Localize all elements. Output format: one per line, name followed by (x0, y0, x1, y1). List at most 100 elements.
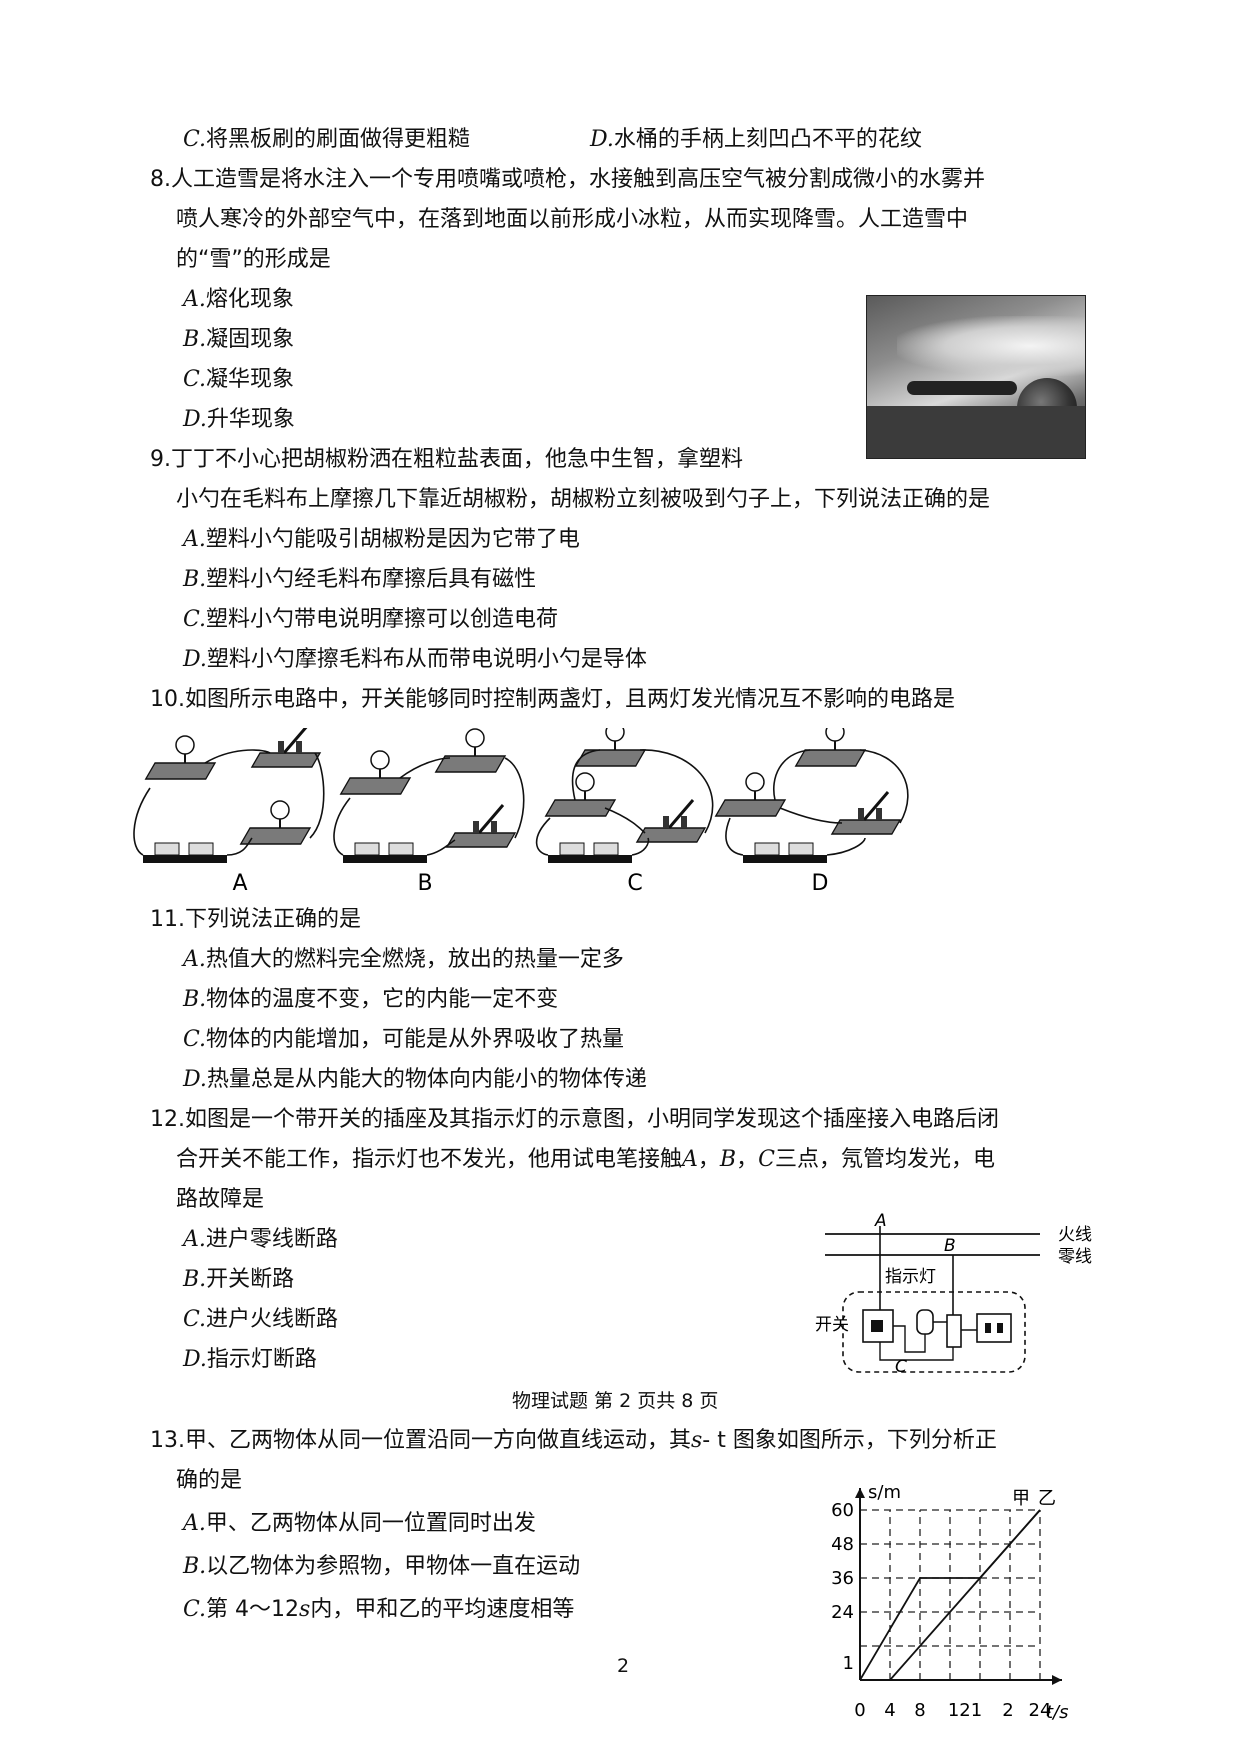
socket-circuit-diagram: 火线 零线 A B 指示灯 开关 C (815, 1211, 1092, 1377)
option-text: 升华现象 (206, 407, 295, 432)
q12-option-c: C.进户火线断路 (183, 1302, 338, 1338)
y-tick-label: 24 (831, 1602, 854, 1623)
point-c: C (758, 1147, 775, 1172)
option-text: 塑料小勺经毛料布摩擦后具有磁性 (206, 567, 537, 592)
q9-option-d: D.塑料小勺摩擦毛料布从而带电说明小勺是导体 (183, 642, 647, 678)
q11-option-d: D.热量总是从内能大的物体向内能小的物体传递 (183, 1062, 647, 1098)
q7-option-c: C.将黑板刷的刷面做得更粗糙 (183, 122, 470, 158)
y-tick-label: 36 (831, 1568, 854, 1589)
option-text: 内，甲和乙的平均速度相等 (310, 1597, 575, 1622)
option-text: 熔化现象 (205, 287, 294, 312)
q12-stem-line1: 12.如图是一个带开关的插座及其指示灯的示意图，小明同学发现这个插座接入电路后闭 (150, 1107, 999, 1132)
q9-option-c: C.塑料小勺带电说明摩擦可以创造电荷 (183, 602, 558, 638)
q12-stem-line2: 合开关不能工作，指示灯也不发光，他用试电笔接触A，B，C三点，氖管均发光，电 (176, 1142, 995, 1178)
option-text: 以乙物体为参照物，甲物体一直在运动 (206, 1554, 581, 1579)
circuit-label-b: B (417, 871, 432, 896)
circuit-label-d: D (812, 871, 829, 896)
option-letter: C. (183, 1307, 207, 1332)
option-text: 将黑板刷的刷面做得更粗糙 (206, 127, 471, 152)
variable-s: s (691, 1428, 703, 1453)
q13-option-c: C.第 4～12s内，甲和乙的平均速度相等 (183, 1592, 574, 1628)
option-text: 第 4～12 (206, 1597, 300, 1622)
live-wire-label: 火线 (1058, 1225, 1092, 1245)
circuit-a: A (133, 728, 325, 896)
x-tick-label: 24 (1029, 1700, 1052, 1720)
series-line-yi (859, 1509, 1041, 1681)
series-label: 甲 (1012, 1488, 1030, 1509)
q10-stem-line1: 10.如图所示电路中，开关能够同时控制两盏灯，且两灯发光情况互不影响的电路是 (150, 687, 955, 712)
option-text: 水桶的手柄上刻凹凸不平的花纹 (613, 127, 922, 152)
option-text: 开关断路 (206, 1267, 295, 1292)
option-letter: B. (183, 987, 207, 1012)
separator: ， (736, 1147, 759, 1172)
stem-text: - t 图象如图所示，下列分析正 (702, 1428, 997, 1453)
label-b: B (944, 1236, 956, 1256)
option-text: 甲、乙两物体从同一位置同时出发 (205, 1511, 536, 1536)
option-letter: B. (183, 1267, 207, 1292)
y-tick-label: 60 (831, 1500, 854, 1521)
q12-option-a: A.进户零线断路 (183, 1222, 338, 1258)
x-axis-arrow (1052, 1675, 1062, 1685)
option-letter: B. (183, 1554, 207, 1579)
indicator-label: 指示灯 (885, 1267, 936, 1287)
circuit-d: D (714, 728, 909, 896)
q8-option-b: B.凝固现象 (183, 322, 294, 358)
point-b: B (719, 1147, 737, 1172)
point-a: A (682, 1147, 698, 1172)
y-tick-label: 48 (831, 1534, 854, 1555)
q8-option-c: C.凝华现象 (183, 362, 294, 398)
option-letter: C. (183, 367, 207, 392)
q8-option-d: D.升华现象 (183, 402, 295, 438)
option-letter: A. (183, 1511, 206, 1536)
option-text: 进户火线断路 (206, 1307, 339, 1332)
x-axis-label: t/s (1046, 1702, 1069, 1720)
q8-stem-line3: 的“雪”的形成是 (176, 247, 331, 272)
option-letter: A. (183, 527, 206, 552)
x-tick-label: 121 (948, 1700, 982, 1720)
stem-text: 13.甲、乙两物体从同一位置沿同一方向做直线运动，其 (150, 1428, 691, 1453)
q8-stem-line2: 喷人寒冷的外部空气中，在落到地面以前形成小冰粒，从而实现降雪。人工造雪中 (176, 207, 969, 232)
socket-box (842, 1291, 1026, 1373)
option-text: 指示灯断路 (206, 1347, 317, 1372)
option-text: 物体的内能增加，可能是从外界吸收了热量 (206, 1027, 625, 1052)
q7-option-d: D.水桶的手柄上刻凹凸不平的花纹 (590, 122, 922, 158)
page-footer: 物理试题 第 2 页共 8 页 (512, 1390, 719, 1412)
option-text: 物体的温度不变，它的内能一定不变 (206, 987, 559, 1012)
x-tick-label: 4 (884, 1700, 895, 1720)
option-text: 进户零线断路 (205, 1227, 338, 1252)
x-tick-label: 8 (914, 1700, 925, 1720)
option-letter: A. (183, 1227, 206, 1252)
stem-text: 三点，氖管均发光，电 (774, 1147, 995, 1172)
option-letter: A. (183, 287, 206, 312)
hose-shape (907, 381, 1017, 395)
x-tick-label: 0 (854, 1700, 865, 1720)
option-text: 塑料小勺带电说明摩擦可以创造电荷 (206, 607, 559, 632)
option-letter: C. (183, 1597, 207, 1622)
option-letter: D. (183, 647, 207, 672)
option-letter: D. (590, 127, 614, 152)
y-axis-arrow (855, 1488, 865, 1498)
page-number: 2 (617, 1655, 630, 1677)
option-letter: B. (183, 327, 207, 352)
option-letter: D. (183, 1347, 207, 1372)
neutral-wire-label: 零线 (1058, 1247, 1092, 1267)
q8-stem-line1: 8.人工造雪是将水注入一个专用喷嘴或喷枪，水接触到高压空气被分割成微小的水雾并 (150, 167, 985, 192)
q13-option-b: B.以乙物体为参照物，甲物体一直在运动 (183, 1549, 580, 1585)
option-text: 凝华现象 (206, 367, 295, 392)
q11-option-c: C.物体的内能增加，可能是从外界吸收了热量 (183, 1022, 624, 1058)
separator: ， (697, 1147, 720, 1172)
ground-shape (867, 406, 1085, 458)
option-letter: C. (183, 1027, 207, 1052)
q9-option-b: B.塑料小勺经毛料布摩擦后具有磁性 (183, 562, 536, 598)
stem-text: 合开关不能工作，指示灯也不发光，他用试电笔接触 (176, 1147, 683, 1172)
option-letter: C. (183, 607, 207, 632)
q12-stem-line3: 路故障是 (176, 1187, 265, 1212)
circuit-label-a: A (232, 871, 247, 896)
option-text: 热值大的燃料完全燃烧，放出的热量一定多 (205, 947, 624, 972)
q9-stem-line1: 9.丁丁不小心把胡椒粉洒在粗粒盐表面，他急中生智，拿塑料 (150, 447, 743, 472)
q13-stem-line1: 13.甲、乙两物体从同一位置沿同一方向做直线运动，其s- t 图象如图所示，下列… (150, 1423, 997, 1459)
q9-option-a: A.塑料小勺能吸引胡椒粉是因为它带了电 (183, 522, 580, 558)
q9-stem-line2: 小勺在毛料布上摩擦几下靠近胡椒粉，胡椒粉立刻被吸到勺子上，下列说法正确的是 (176, 487, 991, 512)
y-tick-label: 1 (843, 1653, 854, 1674)
option-text: 塑料小勺摩擦毛料布从而带电说明小勺是导体 (206, 647, 647, 672)
